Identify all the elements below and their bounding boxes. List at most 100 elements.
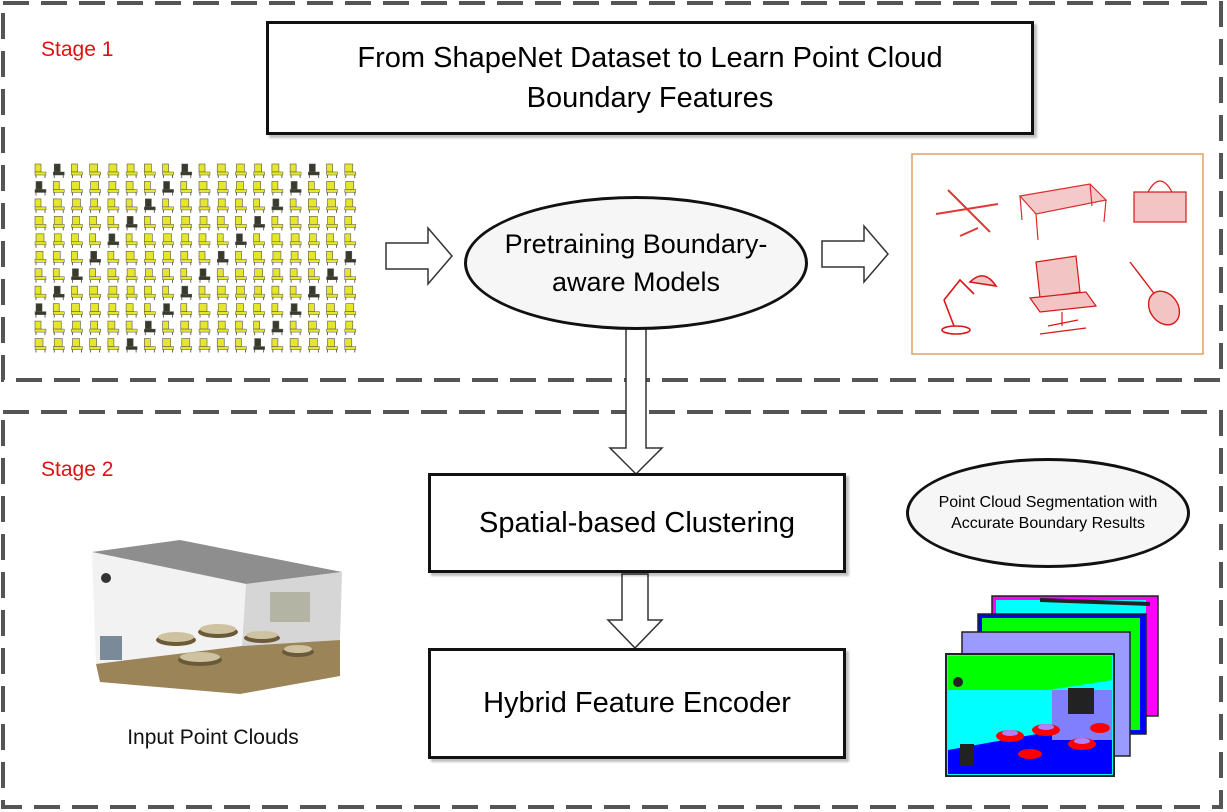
chair-thumbnail bbox=[89, 233, 96, 243]
chair-thumbnail bbox=[309, 216, 318, 225]
chair-seat bbox=[107, 224, 120, 228]
chair-seat bbox=[71, 346, 83, 350]
chair-legs bbox=[199, 332, 210, 336]
chair-thumbnail bbox=[253, 198, 260, 208]
chair-thumbnail bbox=[35, 303, 43, 312]
chair-thumbnail bbox=[180, 268, 188, 278]
chair-thumbnail bbox=[236, 303, 244, 312]
chair-thumbnail bbox=[254, 285, 262, 295]
chair-thumbnail bbox=[271, 285, 280, 295]
chair-thumbnail bbox=[89, 338, 97, 347]
chair-thumbnail bbox=[271, 303, 279, 312]
arrow-down-icon bbox=[608, 325, 664, 476]
chair-legs bbox=[217, 314, 228, 318]
clustering-text: Spatial-based Clustering bbox=[479, 506, 795, 539]
chair-thumbnail bbox=[108, 285, 118, 295]
chair-legs bbox=[108, 244, 119, 248]
chair-legs bbox=[144, 314, 155, 318]
chair-legs bbox=[254, 332, 265, 336]
chair-thumbnail bbox=[107, 198, 116, 208]
chair-thumbnail bbox=[89, 285, 98, 295]
chair-thumbnail bbox=[34, 198, 42, 208]
chair-seat bbox=[52, 346, 65, 350]
chair-legs bbox=[163, 244, 173, 248]
chair-seat bbox=[235, 224, 247, 228]
chair-seat bbox=[89, 293, 101, 298]
chair-legs bbox=[290, 332, 301, 336]
chair-thumbnail bbox=[308, 250, 316, 260]
chair-thumbnail bbox=[344, 163, 354, 173]
chair-thumbnail bbox=[107, 250, 115, 260]
chair-seat bbox=[289, 346, 302, 350]
chair-legs bbox=[35, 349, 46, 353]
chair-thumbnail bbox=[163, 181, 170, 190]
chair-thumbnail bbox=[236, 163, 245, 173]
chair-legs bbox=[126, 209, 137, 213]
chair-seat bbox=[344, 189, 357, 193]
chair-thumbnail bbox=[144, 216, 151, 225]
chair-thumbnail bbox=[72, 268, 79, 278]
chair-legs bbox=[327, 297, 337, 301]
chair-thumbnail bbox=[35, 250, 44, 260]
chair-seat bbox=[235, 206, 247, 211]
chair-legs bbox=[126, 175, 137, 178]
chair-seat bbox=[216, 293, 229, 298]
chair-legs bbox=[327, 262, 337, 266]
chair-seat bbox=[144, 206, 156, 211]
chair-seat bbox=[253, 241, 265, 246]
chair-thumbnail bbox=[162, 338, 171, 347]
chair-legs bbox=[90, 297, 101, 301]
chair-legs bbox=[290, 175, 301, 178]
chair-legs bbox=[181, 227, 192, 231]
chair-legs bbox=[108, 227, 119, 231]
chair-seat bbox=[326, 259, 338, 263]
chair-legs bbox=[53, 279, 64, 283]
chair-thumbnail bbox=[271, 216, 279, 225]
chair-seat bbox=[125, 293, 138, 298]
chair-legs bbox=[199, 209, 210, 213]
chair-thumbnail bbox=[35, 233, 45, 243]
chair-seat bbox=[107, 346, 120, 350]
chair-thumbnail bbox=[327, 338, 335, 347]
chair-seat bbox=[344, 206, 357, 211]
chair-seat bbox=[216, 276, 229, 280]
chair-thumbnail bbox=[163, 303, 170, 312]
chair-seat bbox=[289, 328, 302, 333]
chair-legs bbox=[163, 209, 173, 213]
chair-legs bbox=[290, 314, 301, 318]
stage2-frame bbox=[1, 410, 1223, 809]
chair-thumbnail bbox=[217, 320, 226, 330]
chair-seat bbox=[162, 171, 174, 176]
chair-legs bbox=[217, 262, 228, 266]
chair-seat bbox=[253, 189, 265, 193]
chair-seat bbox=[271, 241, 284, 246]
chair-legs bbox=[199, 262, 210, 266]
chair-legs bbox=[53, 314, 64, 318]
chair-seat bbox=[198, 241, 211, 246]
chair-thumbnail bbox=[217, 198, 226, 208]
chair-seat bbox=[308, 224, 320, 228]
chair-thumbnail bbox=[345, 181, 355, 190]
chair-legs bbox=[199, 349, 210, 353]
chair-thumbnail bbox=[272, 198, 280, 208]
chair-thumbnail bbox=[272, 268, 281, 278]
chair-seat bbox=[253, 346, 265, 350]
chair-thumbnail bbox=[34, 320, 42, 330]
chair-legs bbox=[199, 227, 210, 231]
chair-legs bbox=[90, 349, 101, 353]
chair-thumbnail bbox=[289, 216, 299, 225]
chair-thumbnail bbox=[327, 268, 334, 278]
chair-legs bbox=[144, 262, 155, 266]
chair-legs bbox=[35, 314, 46, 318]
chair-legs bbox=[308, 314, 319, 318]
chair-legs bbox=[35, 297, 46, 301]
chair-legs bbox=[254, 244, 265, 248]
chair-legs bbox=[272, 332, 283, 336]
chair-legs bbox=[199, 244, 210, 248]
encoder-text: Hybrid Feature Encoder bbox=[483, 687, 791, 719]
table-point-cloud bbox=[1018, 183, 1108, 241]
chair-thumbnail bbox=[53, 338, 63, 347]
chair-legs bbox=[163, 297, 173, 301]
chair-seat bbox=[216, 346, 229, 350]
stage1-frame bbox=[1, 1, 1223, 382]
